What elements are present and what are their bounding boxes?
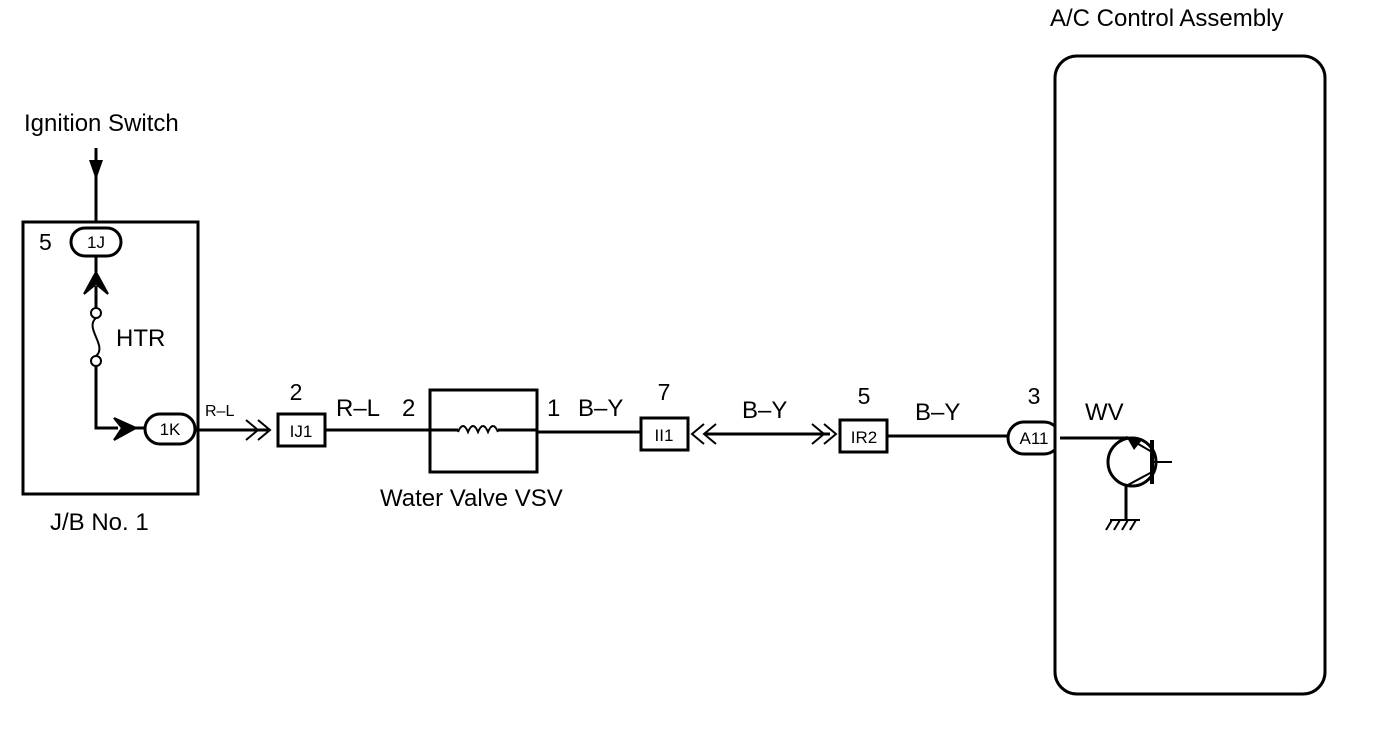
vsv-pin-right: 1 (547, 395, 560, 422)
connector-ii1-label: II1 (655, 426, 674, 445)
pin-1j-label: 1J (87, 233, 105, 252)
wire-rl-label: R–L (336, 395, 380, 422)
chevron-icon (245, 419, 260, 441)
junction-block-box (21, 220, 200, 496)
ac-control-assembly-box (1053, 54, 1327, 696)
junction-block-label: J/B No. 1 (50, 509, 149, 536)
ii1-pin-number: 7 (658, 379, 671, 405)
wire-by-3-label: B–Y (915, 399, 960, 426)
ij1-pin-number: 2 (290, 379, 303, 405)
ignition-arrow-icon (89, 160, 103, 180)
vsv-label: Water Valve VSV (380, 485, 563, 512)
pin-1j-number: 5 (39, 229, 52, 255)
ac-control-assembly-title: A/C Control Assembly (1050, 5, 1283, 32)
connector-ii1-box (639, 416, 690, 452)
transistor-label: WV (1085, 399, 1124, 426)
connector-a11-label: A11 (1020, 429, 1049, 448)
fuse-label: HTR (116, 325, 165, 352)
wire-by-2-label: B–Y (742, 397, 787, 424)
chevron-icon (257, 419, 272, 441)
coil-icon (457, 425, 499, 435)
transistor-icon (1106, 436, 1172, 488)
connector-ir2-box (838, 418, 889, 454)
chevron-icon (811, 423, 826, 445)
pin-1k-label: 1K (160, 420, 181, 439)
connector-ij1-label: IJ1 (290, 422, 313, 441)
connector-chevron-1k-icon (113, 417, 139, 441)
wire-rl-small-label: R–L (205, 403, 234, 420)
jb-internal-wire-lower (94, 366, 118, 430)
fuse-icon (91, 317, 101, 357)
ground-icon (1105, 519, 1140, 531)
ignition-switch-label: Ignition Switch (24, 110, 179, 137)
wire-by-1-label: B–Y (578, 395, 623, 422)
ir2-pin-number: 5 (858, 383, 871, 409)
a11-pin-number: 3 (1028, 383, 1041, 409)
chevron-icon (823, 423, 838, 445)
connector-ir2-label: IR2 (851, 428, 877, 447)
vsv-pin-left: 2 (402, 395, 415, 422)
connector-chevron-icon (83, 269, 109, 295)
chevron-icon (690, 423, 705, 445)
